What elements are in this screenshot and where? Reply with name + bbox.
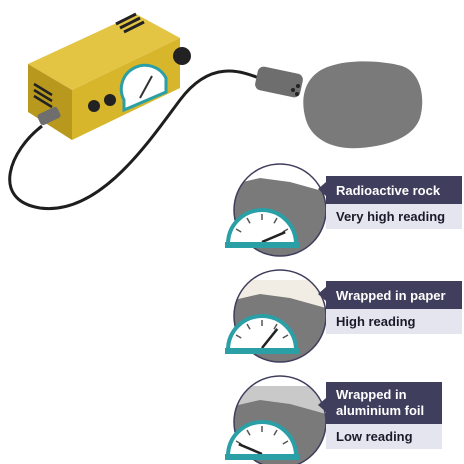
gauge-needle — [261, 231, 286, 244]
counter-knob-3 — [173, 47, 191, 65]
panels-layer — [225, 163, 327, 464]
gauge-tick — [273, 323, 278, 330]
counter-left-face — [28, 64, 72, 140]
panel-2-title: Wrapped in paper — [326, 281, 462, 309]
gauge-tick — [282, 334, 289, 339]
gauge-tick — [246, 429, 251, 436]
panel-1-pointer — [318, 182, 326, 196]
gauge-needle — [261, 328, 279, 349]
counter-knob-2 — [104, 94, 116, 106]
cable-socket — [37, 106, 61, 126]
panel-1-detector — [225, 163, 327, 257]
panel-3-pointer — [318, 398, 326, 412]
panel-1-reading: Very high reading — [326, 204, 462, 229]
gauge-base — [225, 348, 299, 354]
panel-3-title: Wrapped in aluminium foil — [326, 382, 442, 424]
probe-cable — [8, 69, 265, 211]
panel-3-detector — [225, 375, 327, 464]
gauge-tick — [246, 217, 251, 224]
panel-3-title-line-1: Wrapped in — [336, 387, 407, 402]
gauge-tick — [235, 228, 242, 233]
panel-3-reading: Low reading — [326, 424, 442, 449]
gauge-base — [225, 454, 299, 460]
gauge-base — [225, 242, 299, 248]
geiger-probe — [255, 66, 303, 98]
counter-top-face — [28, 14, 180, 90]
reading-gauge — [225, 314, 299, 352]
counter-dial — [119, 63, 168, 113]
counter-dial-needle — [139, 75, 153, 99]
panel-2-reading: High reading — [326, 309, 462, 334]
panel-1-title: Radioactive rock — [326, 176, 462, 204]
gauge-tick — [273, 429, 278, 436]
panel-2-detector — [225, 269, 327, 363]
top-vent-icon — [115, 12, 145, 34]
side-vent-icon — [33, 82, 53, 109]
panel-3-title-line-2: aluminium foil — [336, 403, 425, 418]
counter-knob-1 — [88, 100, 100, 112]
gauge-needle — [238, 443, 263, 456]
radioactive-rock — [303, 61, 423, 149]
panel-2-pointer — [318, 287, 326, 301]
geiger-counter — [28, 12, 191, 140]
gauge-tick — [246, 323, 251, 330]
gauge-tick — [282, 440, 289, 445]
gauge-tick — [235, 334, 242, 339]
gauge-tick — [273, 217, 278, 224]
